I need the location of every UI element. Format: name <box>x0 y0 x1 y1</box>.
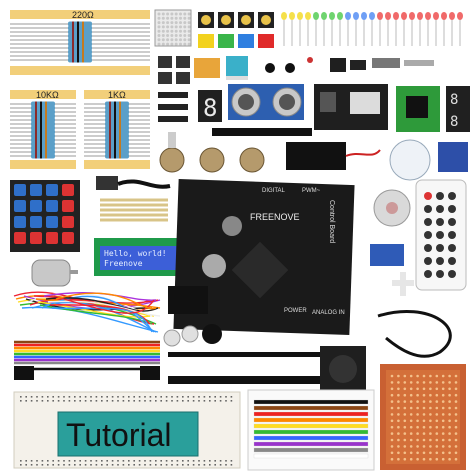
usb-cable <box>377 310 452 358</box>
resistor-color-chart <box>247 389 375 471</box>
push-buttons <box>198 12 274 48</box>
lcd-line-1: Hello, world! <box>104 249 167 258</box>
board-brand: FREENOVE <box>250 212 300 222</box>
seven-segment-single: 8 <box>198 90 222 122</box>
joystick-module <box>320 346 366 392</box>
stepper-motor <box>373 189 411 227</box>
svg-text:8: 8 <box>450 92 458 108</box>
relay-module <box>396 86 440 132</box>
jumper-ribbon <box>100 198 168 222</box>
resistor-bundle-1k: 1KΩ <box>84 90 150 169</box>
control-board: FREENOVE DIGITAL PWM~ Control Board POWE… <box>168 178 355 336</box>
label-220-ohm: 220Ω <box>72 10 94 20</box>
dc-motor <box>31 259 78 287</box>
small-parts <box>158 56 434 84</box>
ir-remote <box>415 179 467 291</box>
board-pwm-label: PWM~ <box>302 188 321 194</box>
pin-headers <box>168 352 344 384</box>
led-row <box>281 12 463 46</box>
lcd-module: Hello, world! Freenove <box>94 238 190 276</box>
jumper-wire-bundle <box>13 291 161 333</box>
board-analog-label: ANALOG IN <box>312 310 345 316</box>
board-digital-label: DIGITAL <box>262 188 286 194</box>
seven-segment-quad: 8 8 <box>446 86 470 132</box>
membrane-keypad <box>10 180 80 252</box>
label-10k-ohm: 10KΩ <box>36 90 59 100</box>
lcd-line-2: Freenove <box>104 259 143 268</box>
rainbow-ribbon-cable <box>14 340 160 380</box>
power-module <box>314 84 388 130</box>
board-power-label: POWER <box>284 308 307 314</box>
svg-text:8: 8 <box>450 114 458 130</box>
svg-text:8: 8 <box>203 94 217 122</box>
tutorial-badge: Tutorial <box>57 411 199 457</box>
servo-motor <box>370 244 414 296</box>
label-1k-ohm: 1KΩ <box>108 90 126 100</box>
resistor-bundle-10k: 10KΩ <box>10 90 76 169</box>
ic-strip <box>158 92 312 136</box>
ultrasonic-sensor <box>228 84 304 120</box>
board-control-label: Control Board <box>328 200 335 243</box>
prototype-pcbs <box>380 364 466 470</box>
tutorial-text: Tutorial <box>66 417 172 453</box>
battery-holder <box>286 142 381 170</box>
buzzer-capacitors <box>163 324 222 347</box>
resistor-bundle-220: 220Ω <box>10 10 150 75</box>
led-matrix <box>154 9 192 47</box>
potentiometers <box>159 132 265 173</box>
pir-sensor <box>389 139 468 181</box>
battery-cable <box>96 176 171 190</box>
